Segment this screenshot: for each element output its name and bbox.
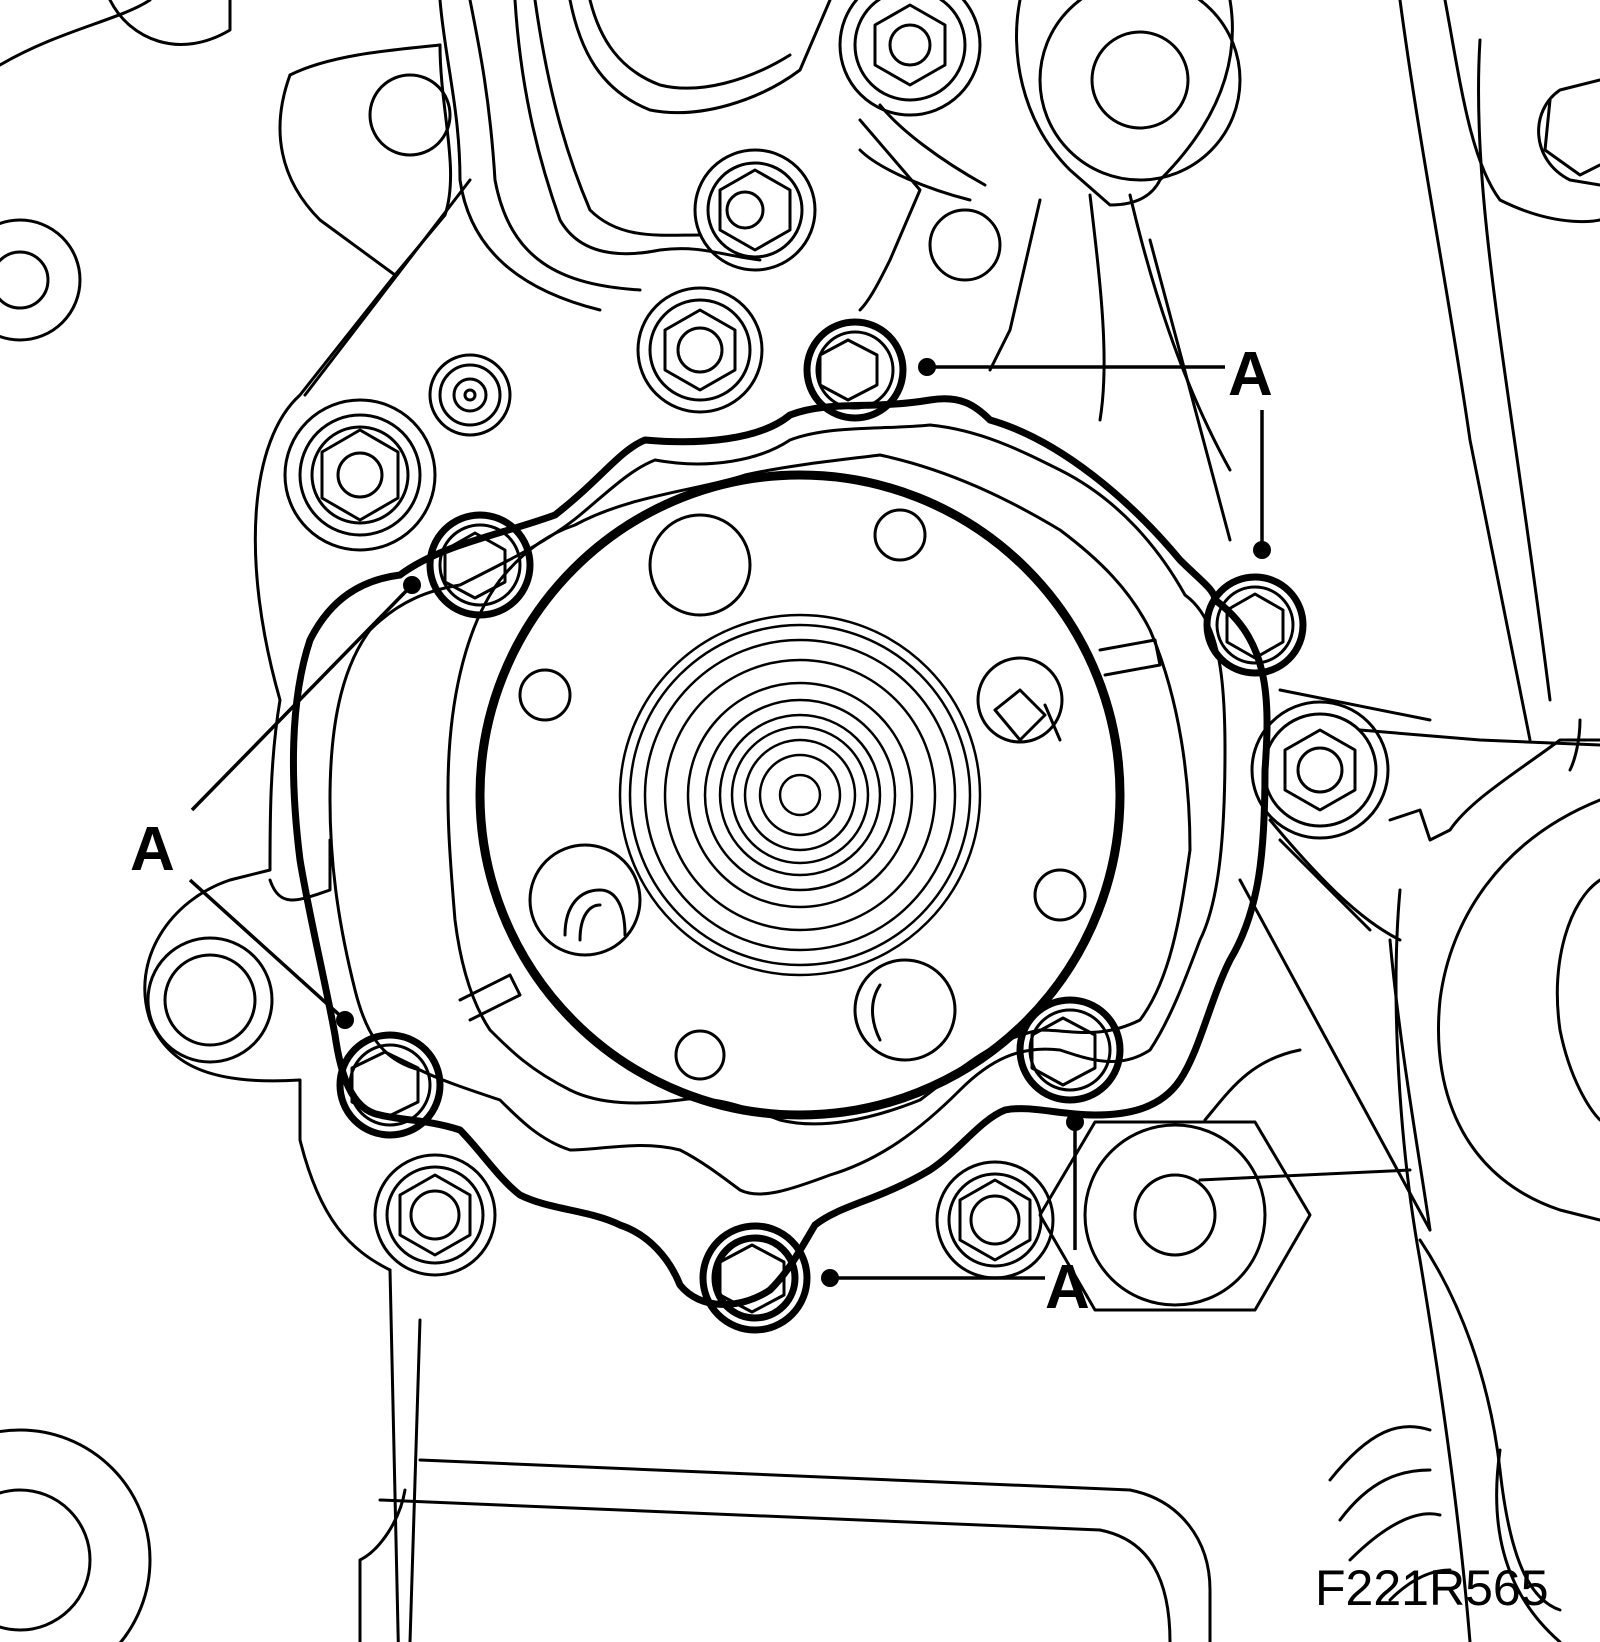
fitting-icon — [428, 353, 512, 437]
bolt-hex-icon — [636, 286, 764, 414]
bolt-boss-group — [283, 0, 1390, 1312]
pulley-boss-icon — [1038, 1120, 1312, 1312]
figure-id: F221R565 — [1315, 1560, 1549, 1616]
bolt-hex-icon — [373, 1153, 497, 1277]
impeller-hub — [618, 613, 982, 977]
bolt-hex-icon — [838, 0, 982, 117]
callout-label-a-bottom: A — [1045, 1253, 1090, 1322]
bolt-a-left — [426, 511, 534, 619]
bolt-hex-icon — [283, 398, 437, 552]
bolt-a-top — [803, 318, 907, 422]
bolt-a-lower-left — [336, 1031, 444, 1139]
callout-leaders — [188, 358, 1271, 1287]
bolt-a-right — [1203, 573, 1307, 677]
highlighted-bolts — [336, 318, 1307, 1334]
bolt-hex-icon — [693, 148, 817, 272]
callout-label-a-left: A — [130, 815, 175, 884]
bolt-hex-icon — [1250, 700, 1390, 840]
water-pump-icon — [289, 395, 1271, 1308]
bolt-a-lower-right — [1016, 996, 1124, 1104]
bolt-hex-icon — [935, 1160, 1055, 1280]
bolt-a-bottom — [699, 1222, 811, 1334]
callout-label-a-top: A — [1228, 340, 1273, 409]
